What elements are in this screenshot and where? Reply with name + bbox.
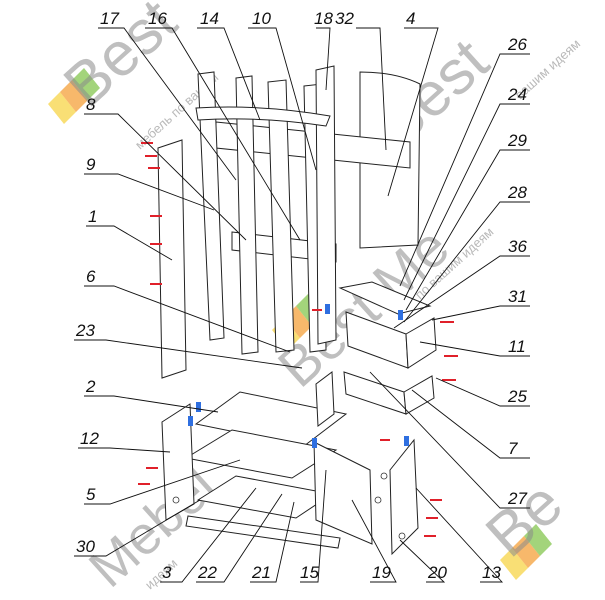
leader-12 — [78, 447, 171, 453]
callout-labels: 17 16 14 10 18 32 4 8 9 1 6 23 2 12 5 30… — [75, 9, 527, 582]
callout-label: 16 — [148, 9, 167, 28]
callout-label: 2 — [85, 377, 96, 396]
callout-label: 12 — [80, 429, 99, 448]
part-shelf — [184, 429, 338, 479]
callout-label: 24 — [507, 85, 527, 104]
leader-31 — [431, 305, 530, 321]
callout-label: 23 — [75, 321, 95, 340]
leader-30 — [74, 499, 201, 557]
leader-9 — [84, 173, 215, 211]
hinge-hole — [398, 532, 406, 540]
leader-13 — [415, 487, 504, 583]
part-top-shelf — [195, 106, 331, 127]
leader-22 — [196, 493, 283, 583]
part-plinth — [185, 515, 341, 549]
part-slat — [235, 75, 259, 355]
callout-label: 14 — [200, 9, 219, 28]
clip-icon — [196, 402, 201, 412]
leader-27 — [369, 371, 530, 509]
callout-label: 18 — [314, 9, 333, 28]
callout-label: 3 — [162, 563, 172, 582]
leader-26 — [399, 53, 530, 287]
leader-4 — [387, 27, 439, 197]
hinge-hole — [172, 496, 180, 504]
leader-29 — [405, 149, 530, 311]
leader-21 — [250, 501, 295, 583]
hinge-hole — [374, 496, 382, 504]
callout-label: 30 — [76, 537, 95, 556]
parts — [157, 65, 437, 556]
part-shelf — [196, 475, 334, 519]
callout-label: 15 — [300, 563, 319, 582]
leader-10 — [248, 27, 317, 171]
callout-label: 19 — [372, 563, 391, 582]
callout-label: 21 — [251, 563, 271, 582]
watermark-logo-icon — [500, 524, 552, 580]
clip-icon — [188, 416, 193, 426]
fasteners — [138, 142, 458, 537]
part-standing-slat — [315, 371, 335, 427]
callout-label: 27 — [507, 489, 527, 508]
part-left-panel — [157, 139, 187, 379]
leader-17 — [98, 27, 237, 181]
callout-label: 31 — [508, 287, 527, 306]
callout-label: 32 — [335, 9, 354, 28]
callout-label: 9 — [86, 155, 96, 174]
leader-19 — [351, 499, 397, 583]
part-side-post — [315, 65, 337, 345]
leaders — [74, 27, 530, 583]
leader-8 — [84, 113, 247, 241]
callout-label: 11 — [508, 337, 526, 356]
leader-23 — [74, 339, 303, 369]
callout-label: 13 — [482, 563, 501, 582]
leader-20 — [399, 539, 446, 583]
part-drawer-front — [405, 317, 437, 369]
part-right-lower-side — [389, 438, 419, 556]
hinge-hole — [380, 472, 388, 480]
callout-label: 26 — [507, 35, 527, 54]
leader-25 — [435, 377, 530, 407]
leader-6 — [84, 285, 291, 353]
callout-label: 4 — [406, 9, 415, 28]
leader-36 — [393, 255, 530, 329]
leader-7 — [411, 389, 530, 459]
callout-label: 17 — [100, 9, 119, 28]
callout-label: 5 — [86, 485, 96, 504]
callout-label: 8 — [86, 95, 96, 114]
callout-label: 20 — [427, 563, 447, 582]
leader-28 — [403, 201, 530, 323]
leader-3 — [160, 487, 257, 583]
leader-2 — [84, 395, 219, 413]
leader-5 — [84, 459, 241, 505]
leader-24 — [403, 103, 530, 301]
clip-icon — [325, 304, 330, 314]
callout-label: 36 — [508, 237, 527, 256]
part-door — [313, 441, 373, 545]
clip-icon — [404, 436, 409, 446]
part-slat — [267, 79, 295, 353]
callout-label: 28 — [507, 183, 527, 202]
leader-32 — [356, 27, 387, 151]
leader-1 — [86, 225, 173, 261]
watermark-logo-icon — [48, 68, 100, 124]
leader-14 — [197, 27, 261, 121]
clip-icon — [398, 310, 403, 320]
leader-18 — [316, 27, 331, 91]
callout-label: 22 — [197, 563, 217, 582]
part-drawer-top — [338, 281, 432, 315]
callout-label: 6 — [86, 267, 96, 286]
watermark-brand: Be — [473, 468, 576, 570]
callout-label: 1 — [88, 207, 97, 226]
callout-label: 29 — [507, 131, 527, 150]
part-drawer-box — [343, 371, 407, 415]
leader-15 — [300, 469, 327, 583]
clip-icon — [312, 438, 317, 448]
callout-label: 7 — [508, 439, 518, 458]
callout-label: 25 — [507, 387, 527, 406]
leader-11 — [419, 341, 530, 357]
callout-label: 10 — [252, 9, 271, 28]
leader-16 — [145, 27, 301, 241]
